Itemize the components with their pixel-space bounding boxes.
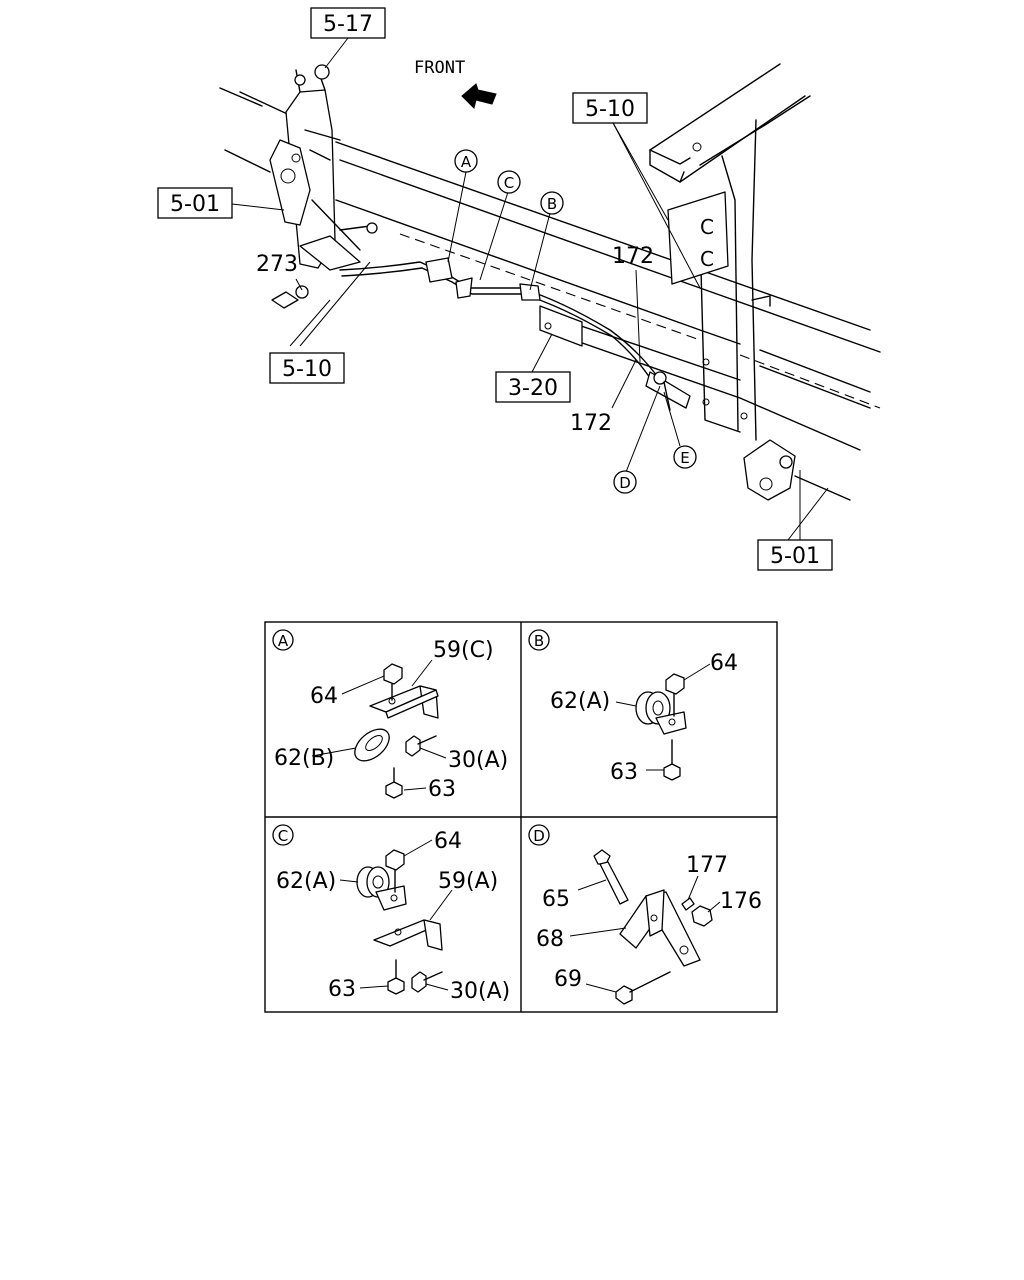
front-arrow-icon [461,83,497,109]
panel-d-label-68: 68 [536,927,564,952]
rear-hanger-bracket [743,439,851,501]
front-hanger-bracket [269,64,378,271]
callout-d[interactable]: D [613,470,637,494]
panel-b-label-62a: 62(A) [550,689,610,714]
detail-panel-d: D 177 65 176 68 69 [528,824,762,1005]
detail-panel-a: A 59(C) 64 62(B) 30(A) 63 [272,629,508,802]
callout-b-label: B [547,195,557,213]
callout-b[interactable]: B [540,191,564,215]
panel-d-key: D [533,827,545,845]
callout-a-label: A [461,153,472,171]
panel-a-label-63: 63 [428,777,456,802]
ref-box-5-17[interactable]: 5-17 [310,7,386,39]
panel-b-label-63: 63 [610,760,638,785]
panel-c-label-63: 63 [328,977,356,1002]
front-label: FRONT [414,58,465,78]
ref-box-5-01-bottom[interactable]: 5-01 [757,539,833,571]
panel-a-label-62b: 62(B) [274,746,334,771]
panel-a-label-30a: 30(A) [448,748,508,773]
panel-b-label-64: 64 [710,651,738,676]
bolt-273 [271,285,309,309]
ref-box-5-10-left-label: 5-10 [282,357,332,382]
bracket-mark-lower: C [700,247,714,271]
ref-box-5-10-left[interactable]: 5-10 [269,352,345,384]
detail-panel-b: B 64 62(A) 63 [528,629,738,785]
ref-box-5-17-label: 5-17 [323,12,373,37]
callout-a[interactable]: A [454,149,478,173]
bracket-mark-upper: C [700,215,714,239]
panel-a-label-64: 64 [310,684,338,709]
part-label-273: 273 [256,252,298,277]
panel-d-label-177: 177 [686,853,728,878]
panel-d-label-65: 65 [542,887,570,912]
ref-box-5-10-top-label: 5-10 [585,97,635,122]
ref-box-5-01-bottom-label: 5-01 [770,544,820,569]
panel-c-label-62a: 62(A) [276,869,336,894]
panel-d-label-176: 176 [720,889,762,914]
ref-box-3-20[interactable]: 3-20 [495,371,571,403]
front-direction-indicator: FRONT [414,58,497,109]
main-assembly-view: C C [157,7,881,571]
part-label-172-top: 172 [612,244,654,269]
panel-d-label-69: 69 [554,967,582,992]
callout-d-label: D [619,474,631,492]
callout-e-label: E [680,449,689,467]
panel-b-key: B [534,632,544,650]
callout-c-label: C [504,174,514,192]
panel-c-label-64: 64 [434,829,462,854]
ref-box-5-10-top[interactable]: 5-10 [572,92,648,124]
part-label-172-bottom: 172 [570,411,612,436]
detail-panel-c: C 64 62(A) 59(A) 63 30(A) [272,824,510,1004]
brake-cable [339,257,691,411]
crossmember: C C [649,63,811,441]
callout-e[interactable]: E [673,445,697,469]
leader-lines [231,37,829,541]
ref-box-5-01-left[interactable]: 5-01 [157,187,233,219]
panel-a-key: A [278,632,289,650]
detail-grid [264,621,778,1013]
panel-a-label-59c: 59(C) [433,638,494,663]
ref-box-5-01-left-label: 5-01 [170,192,220,217]
panel-c-label-59a: 59(A) [438,869,498,894]
panel-c-label-30a: 30(A) [450,979,510,1004]
callout-c[interactable]: C [497,170,521,194]
ref-box-3-20-label: 3-20 [508,376,558,401]
panel-c-key: C [278,827,288,845]
